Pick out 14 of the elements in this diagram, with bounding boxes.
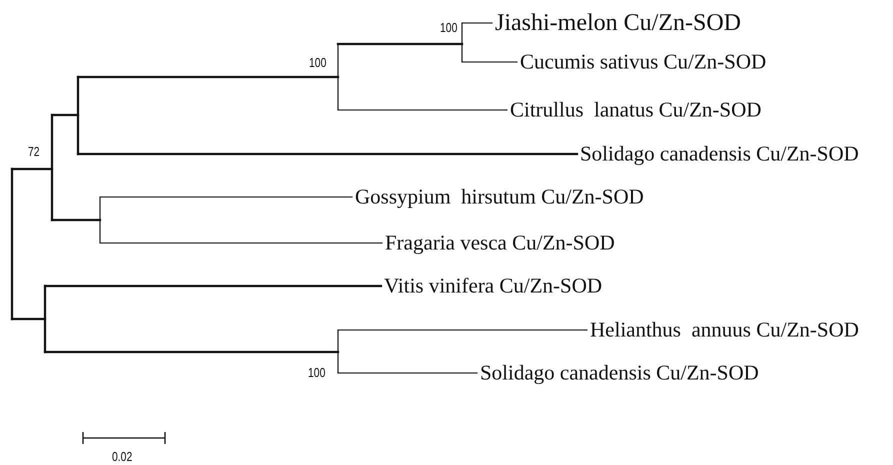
taxon-label: Jiashi-melon Cu/Zn-SOD bbox=[495, 10, 741, 36]
taxon-label: Cucumis sativus Cu/Zn-SOD bbox=[520, 50, 766, 74]
taxon-label: Solidago canadensis Cu/Zn-SOD bbox=[580, 142, 859, 166]
bootstrap-value: 100 bbox=[308, 366, 326, 379]
taxon-label: Fragaria vesca Cu/Zn-SOD bbox=[385, 231, 615, 255]
taxon-label: Gossypium hirsutum Cu/Zn-SOD bbox=[355, 185, 644, 209]
taxon-label: Solidago canadensis Cu/Zn-SOD bbox=[480, 361, 759, 385]
bootstrap-value: 100 bbox=[440, 21, 458, 34]
bootstrap-value: 100 bbox=[309, 56, 326, 69]
taxon-label: Citrullus lanatus Cu/Zn-SOD bbox=[510, 98, 762, 122]
bootstrap-value: 72 bbox=[28, 145, 40, 158]
scale-value: 0.02 bbox=[112, 450, 132, 463]
taxon-label: Helianthus annuus Cu/Zn-SOD bbox=[590, 318, 859, 342]
taxon-label: Vitis vinifera Cu/Zn-SOD bbox=[384, 274, 602, 298]
